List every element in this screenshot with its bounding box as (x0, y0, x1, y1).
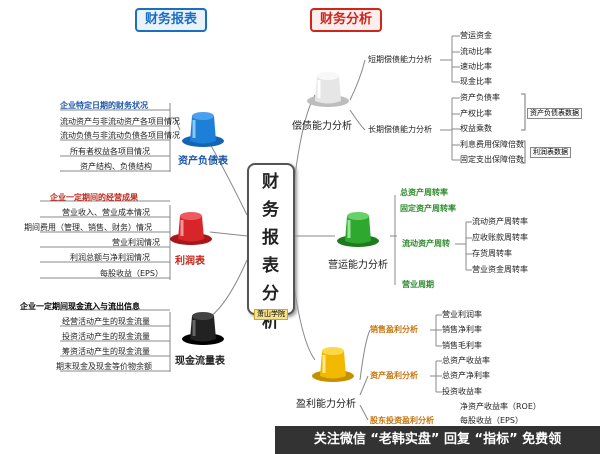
red-hat-icon (170, 212, 212, 245)
header-financial-analysis: 财务分析 (310, 8, 383, 32)
promo-banner: 关注微信 “老韩实盘” 回复 “指标” 免费领 (275, 426, 600, 454)
income-title: 企业一定期间的经营成果 (50, 193, 138, 202)
center-char: 报 (262, 228, 280, 248)
income-statement-label: 利润表 (175, 256, 205, 267)
long-solvency: 长期偿债能力分析 (368, 125, 432, 134)
asset-profit: 资产盈利分析 (370, 371, 418, 380)
cash-flow-label: 现金流量表 (175, 356, 225, 367)
short-solvency: 短期偿债能力分析 (368, 55, 432, 64)
solvency-item: 速动比率 (460, 62, 492, 71)
balance-data-tag: 资产负债表数据 (527, 108, 582, 119)
balance-title: 企业特定日期的财务状况 (60, 101, 148, 110)
blue-hat-icon (182, 112, 224, 147)
black-hat-icon (182, 312, 224, 345)
solvency-item: 营运资金 (460, 31, 492, 40)
balance-item: 流动负债与非流动负债各项目情况 (60, 131, 180, 140)
solvency-item: 流动比率 (460, 47, 492, 56)
solvency-item: 权益乘数 (460, 124, 492, 133)
center-char: 分 (262, 284, 280, 304)
solvency-item: 现金比率 (460, 77, 492, 86)
income-item: 每股收益（EPS） (100, 269, 163, 278)
balance-item: 资产结构、负债结构 (80, 162, 152, 171)
profit-item: 每股收益（EPS） (460, 416, 523, 425)
white-hat-icon (307, 72, 349, 107)
solvency-item: 利息费用保障倍数 (460, 140, 524, 149)
green-hat-icon (337, 212, 379, 247)
operation-item: 营业资金周转率 (472, 265, 528, 274)
total-asset-turnover: 总资产周转率 (400, 188, 448, 197)
balance-item: 流动资产与非流动资产各项目情况 (60, 117, 180, 126)
header-financial-statements: 财务报表 (135, 8, 208, 32)
operating-cycle: 营业周期 (402, 280, 434, 289)
solvency-item: 资产负债率 (460, 93, 500, 102)
profitability-label: 盈利能力分析 (296, 399, 356, 410)
center-char: 务 (262, 200, 280, 220)
profit-item: 投资收益率 (442, 387, 482, 396)
center-node: 财 务 报 表 分 析 (247, 163, 295, 332)
balance-sheet-label: 资产负债表 (178, 156, 228, 167)
cash-item: 经营活动产生的现金流量 (62, 317, 150, 326)
center-char: 财 (262, 172, 280, 192)
cash-item: 期末现金及现金等价物余额 (56, 362, 152, 371)
income-data-tag: 利润表数据 (530, 147, 571, 158)
solvency-item: 固定支出保障倍数 (460, 155, 524, 164)
profit-item: 总资产净利率 (442, 371, 490, 380)
shareholder-profit: 股东投资盈利分析 (370, 416, 434, 425)
current-asset-turnover: 流动资产周转 (402, 239, 450, 248)
solvency-label: 偿债能力分析 (292, 121, 352, 132)
cash-item: 投资活动产生的现金流量 (62, 332, 150, 341)
profit-item: 营业利润率 (442, 310, 482, 319)
income-item: 营业利润情况 (112, 238, 160, 247)
income-item: 营业收入、营业成本情况 (62, 208, 150, 217)
income-item: 利润总额与净利润情况 (70, 253, 150, 262)
income-item: 期间费用（管理、销售、财务）情况 (24, 223, 152, 232)
yellow-hat-icon (312, 347, 354, 382)
balance-item: 所有者权益各项目情况 (70, 147, 150, 156)
school-mark: 萧山学院 (254, 309, 288, 320)
profit-item: 净资产收益率（ROE） (460, 402, 541, 411)
solvency-item: 产权比率 (460, 109, 492, 118)
operation-item: 应收账款周转率 (472, 233, 528, 242)
profit-item: 总资产收益率 (442, 356, 490, 365)
cash-title: 企业一定期间现金流入与流出信息 (20, 302, 140, 311)
operation-item: 流动资产周转率 (472, 217, 528, 226)
profit-item: 销售净利率 (442, 325, 482, 334)
profit-item: 销售毛利率 (442, 341, 482, 350)
operation-label: 营运能力分析 (328, 260, 388, 271)
sales-profit: 销售盈利分析 (370, 325, 418, 334)
fixed-asset-turnover: 固定资产周转率 (400, 204, 456, 213)
center-char: 表 (262, 256, 280, 276)
operation-item: 存货周转率 (472, 249, 512, 258)
cash-item: 筹资活动产生的现金流量 (62, 347, 150, 356)
